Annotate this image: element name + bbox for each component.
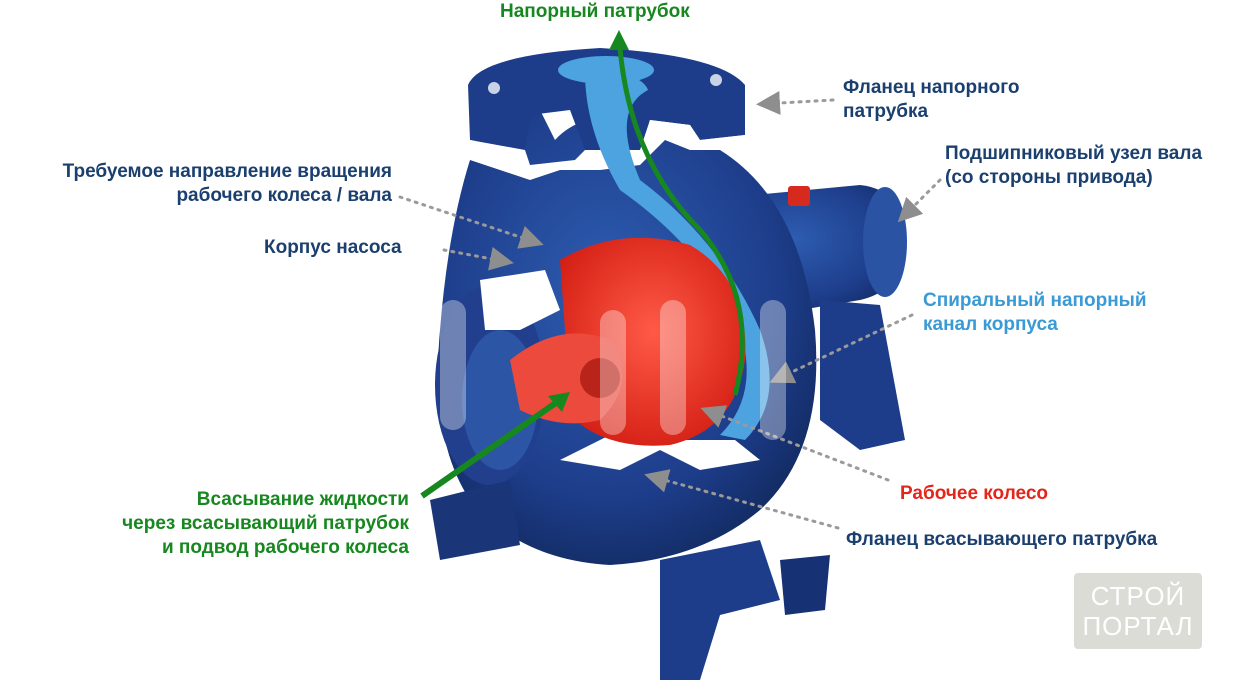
label-line: Требуемое направление вращения	[63, 161, 392, 182]
label-suction-flange: Фланец всасывающего патрубка	[846, 528, 1157, 552]
label-discharge-flange: Фланец напорного патрубка	[843, 76, 1019, 124]
plug-icon	[788, 186, 810, 206]
label-discharge-nozzle: Напорный патрубок	[500, 0, 690, 24]
label-line: рабочего колеса / вала	[176, 185, 392, 206]
label-line: Всасывание жидкости	[197, 489, 409, 510]
watermark-logo: СТРОЙ ПОРТАЛ	[1074, 573, 1202, 649]
label-line: патрубка	[843, 101, 928, 122]
label-volute-channel: Спиральный напорный канал корпуса	[923, 289, 1147, 337]
label-bearing-unit: Подшипниковый узел вала (со стороны прив…	[945, 142, 1202, 190]
watermark-line: ПОРТАЛ	[1074, 611, 1202, 641]
label-line: Спиральный напорный	[923, 290, 1147, 311]
label-rotation-direction: Требуемое направление вращения рабочего …	[0, 160, 392, 208]
label-line: Подшипниковый узел вала	[945, 143, 1202, 164]
label-suction: Всасывание жидкости через всасывающий па…	[0, 488, 409, 560]
label-pump-casing: Корпус насоса	[264, 236, 402, 260]
watermark-line: СТРОЙ	[1074, 581, 1202, 611]
label-line: Фланец напорного	[843, 77, 1019, 98]
label-line: и подвод рабочего колеса	[162, 537, 409, 558]
label-impeller: Рабочее колесо	[900, 482, 1048, 506]
label-line: через всасывающий патрубок	[122, 513, 409, 534]
label-line: (со стороны привода)	[945, 167, 1153, 188]
label-line: канал корпуса	[923, 314, 1058, 335]
